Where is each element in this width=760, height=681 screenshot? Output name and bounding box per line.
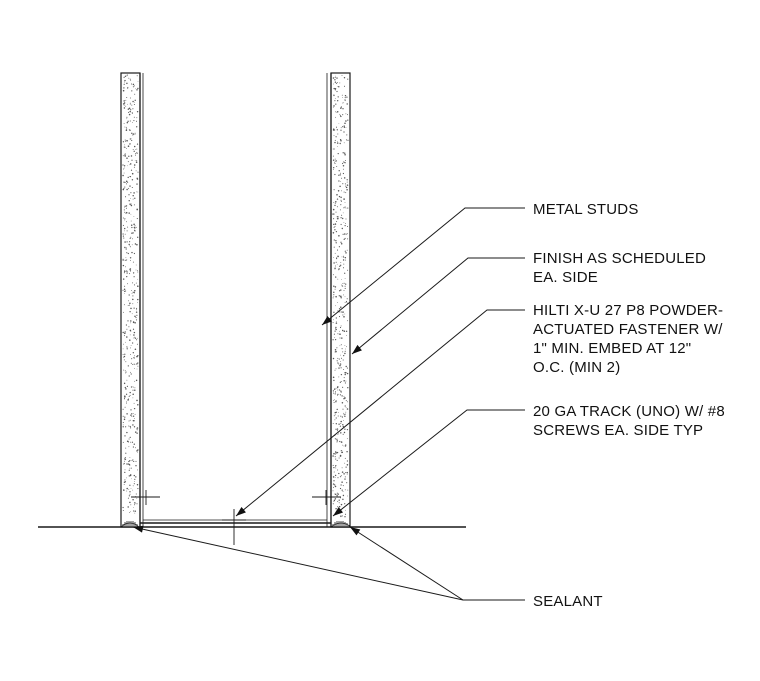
leader-metal-studs xyxy=(321,207,525,326)
callout-track: 20 GA TRACK (UNO) W/ #8 SCREWS EA. SIDE … xyxy=(533,403,729,439)
leader-finish xyxy=(351,257,525,355)
right-sealant-bead xyxy=(330,521,352,528)
leader-track xyxy=(332,409,525,517)
left-board-texture xyxy=(122,74,139,514)
leader-sealant-left xyxy=(132,525,525,601)
left-screw xyxy=(131,490,160,505)
leader-sealant-right xyxy=(349,526,464,601)
callout-sealant: SEALANT xyxy=(533,593,603,610)
callout-finish: FINISH AS SCHEDULED EA. SIDE xyxy=(533,250,710,286)
left-gypsum-board xyxy=(120,72,141,528)
leader-fastener xyxy=(235,309,525,517)
powder-fastener xyxy=(222,509,246,545)
callout-fastener: HILTI X-U 27 P8 POWDER- ACTUATED FASTENE… xyxy=(533,302,728,376)
right-screw xyxy=(312,490,341,505)
right-board-texture xyxy=(332,74,349,518)
callout-metal-studs: METAL STUDS xyxy=(533,201,639,218)
